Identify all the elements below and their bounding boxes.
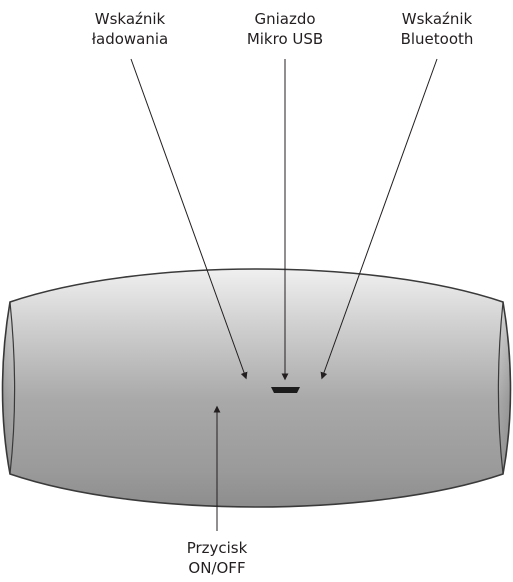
charging-indicator-label-line1: Wskaźnik	[94, 10, 166, 28]
power-button-label-line2: ON/OFF	[188, 559, 246, 577]
bluetooth-indicator-label: Wskaźnik Bluetooth	[372, 9, 502, 49]
charging-indicator-leader	[130, 58, 248, 380]
power-button-label: Przycisk ON/OFF	[150, 538, 284, 578]
bluetooth-indicator-leader	[320, 58, 438, 380]
speaker-body	[1, 268, 512, 508]
micro-usb-socket-label: Gniazdo Mikro USB	[220, 9, 350, 49]
bluetooth-indicator-label-line1: Wskaźnik	[401, 10, 473, 28]
micro-usb-socket-label-line2: Mikro USB	[246, 30, 324, 48]
charging-indicator-label: Wskaźnik ładowania	[65, 9, 195, 49]
charging-indicator-label-line2: ładowania	[91, 30, 169, 48]
micro-usb-port-shape	[271, 387, 300, 393]
bluetooth-indicator-label-line2: Bluetooth	[400, 30, 474, 48]
micro-usb-socket-label-line1: Gniazdo	[254, 10, 316, 28]
power-button-label-line1: Przycisk	[186, 539, 248, 557]
